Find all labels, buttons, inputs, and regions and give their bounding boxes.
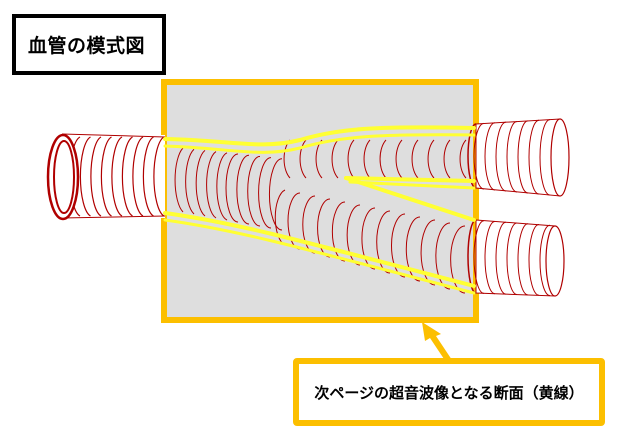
- section-line-lower-inner: [163, 218, 476, 295]
- upper-branch-ring: [411, 139, 419, 179]
- vessel-ring: [195, 150, 206, 217]
- lower-right-cylinder-ring: [517, 223, 529, 296]
- left-cylinder-bottom-edge: [61, 215, 166, 219]
- section-line-upper: [163, 125, 476, 147]
- vessel-ring: [153, 136, 165, 217]
- upper-branch-ring: [443, 139, 451, 179]
- upper-branch-ring: [427, 139, 435, 179]
- upper-branch-ring: [395, 139, 403, 179]
- vessel-ring: [225, 153, 239, 223]
- lower-right-cylinder-ring: [484, 221, 496, 295]
- lower-right-cylinder-end: [545, 225, 565, 297]
- vessel-ring: [258, 157, 272, 229]
- upper-branch-ring: [331, 139, 339, 179]
- upper-right-cylinder-ring: [495, 121, 507, 192]
- section-line-fork-mid: [348, 180, 476, 190]
- upper-right-cylinder-ring: [506, 121, 518, 193]
- section-line-lower: [163, 211, 476, 288]
- lower-right-cylinder-ring: [473, 220, 485, 294]
- vessel-ring: [142, 136, 154, 217]
- vessel-ring: [216, 152, 228, 221]
- callout-text: 次ページの超音波像となる断面（黄線）: [314, 383, 584, 402]
- upper-branch-ring: [363, 139, 371, 179]
- upper-right-cylinder-ring: [473, 122, 485, 190]
- lower-right-cylinder-ring: [528, 224, 540, 296]
- lower-right-cylinder-ring: [506, 222, 518, 295]
- upper-right-cylinder-ring: [517, 120, 529, 194]
- section-line-fork-bottom: [344, 176, 476, 222]
- section-line-upper-inner: [163, 133, 476, 154]
- vessel-ring: [132, 136, 144, 217]
- vessel-ring: [100, 136, 112, 217]
- vessel-ring: [206, 151, 217, 219]
- upper-right-cylinder-ring: [528, 119, 540, 195]
- vessel-ring: [111, 136, 123, 217]
- vessel-ring: [121, 136, 133, 217]
- diagram-title: 血管の模式図: [28, 35, 146, 57]
- lower-right-cylinder-ring: [539, 224, 551, 297]
- blood-vessel: [46, 118, 570, 297]
- upper-branch-ring: [459, 139, 467, 179]
- vessel-ring: [90, 136, 102, 217]
- upper-right-cylinder-ring: [539, 119, 551, 196]
- lower-branch-ring: [274, 189, 286, 246]
- left-cylinder-body: [62, 135, 165, 218]
- left-cylinder-top-edge: [61, 133, 166, 138]
- lower-right-cylinder-ring: [495, 221, 507, 295]
- upper-branch-ring: [379, 139, 387, 179]
- callout-arrow: [422, 322, 452, 362]
- title-box: 血管の模式図: [12, 14, 166, 75]
- upper-right-cylinder-end: [550, 118, 570, 197]
- section-panel: [161, 79, 479, 323]
- vessel-ring: [79, 136, 91, 217]
- lower-right-cylinder-opening: [467, 219, 477, 294]
- vessel-ring: [236, 154, 250, 225]
- vessel-ring: [247, 155, 261, 227]
- left-cylinder-inner-ring: [53, 140, 75, 214]
- vessel-ring: [174, 147, 184, 213]
- vessel-ring: [185, 148, 195, 215]
- upper-right-cylinder-ring: [484, 122, 496, 191]
- section-line-fork-top: [344, 176, 476, 183]
- upper-branch-ring: [347, 139, 355, 179]
- section-lines: [163, 125, 476, 295]
- vessel-ring: [268, 158, 283, 231]
- upper-branch-ring: [299, 139, 307, 179]
- callout-box: 次ページの超音波像となる断面（黄線）: [293, 358, 605, 426]
